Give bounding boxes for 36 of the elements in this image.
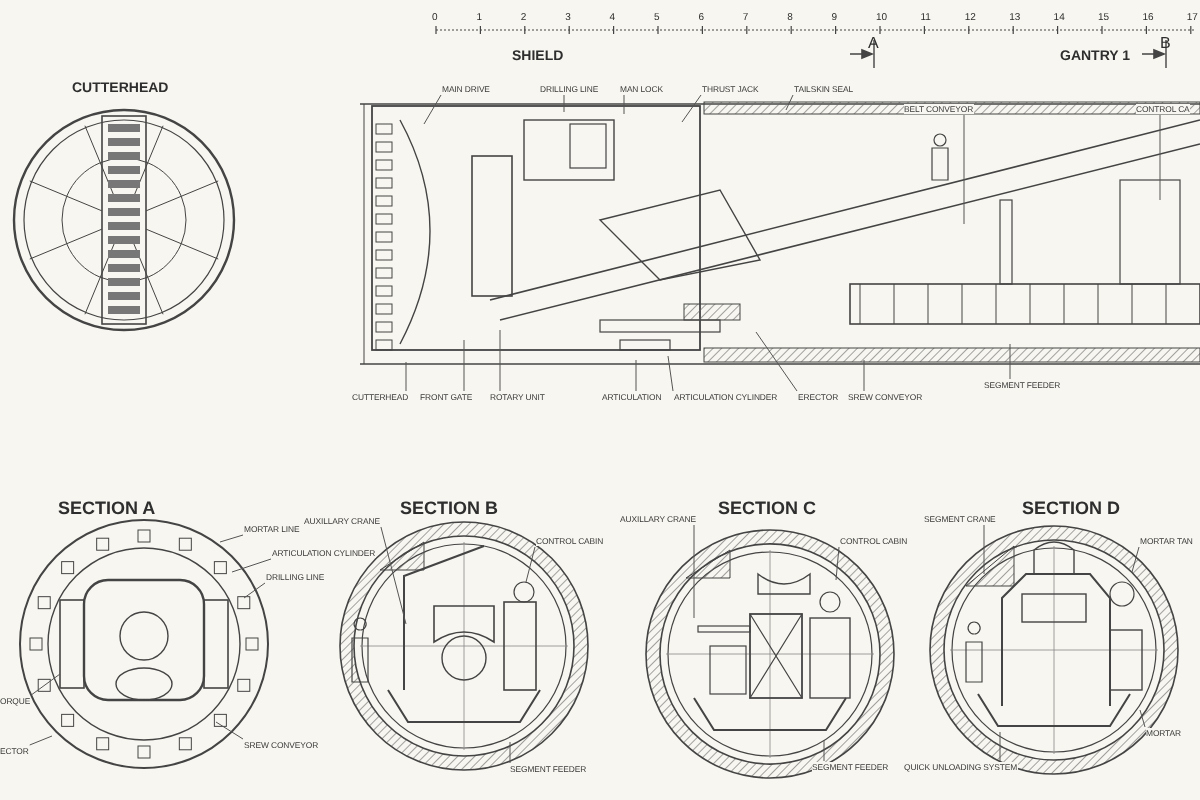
- leader-line: [563, 94, 565, 113]
- section-title: SECTION B: [400, 500, 499, 518]
- leader-line: [215, 721, 244, 740]
- leader-line: [231, 558, 272, 573]
- leader-line: [525, 546, 536, 583]
- leader-line: [785, 94, 794, 111]
- section-title: SECTION A: [58, 500, 156, 518]
- leader-line: [1131, 546, 1140, 573]
- leader-line: [405, 361, 407, 392]
- leader-line: [635, 359, 637, 392]
- leader-line: [693, 524, 695, 619]
- leader-line: [1009, 343, 1011, 380]
- leader-line: [243, 582, 266, 599]
- leader-line: [29, 735, 53, 746]
- leader-line: [219, 534, 244, 543]
- leader-line: [423, 94, 442, 125]
- leader-line: [823, 739, 825, 762]
- leader-line: [863, 359, 865, 392]
- leader-line: [835, 546, 840, 581]
- section-title: SECTION D: [1022, 500, 1121, 518]
- leader-line: [1139, 709, 1146, 728]
- section-title: SECTION C: [718, 500, 817, 518]
- section-letter: A: [868, 36, 879, 52]
- leader-line: [999, 731, 1001, 762]
- leader-line: [623, 94, 625, 115]
- leader-line: [463, 339, 465, 392]
- leader-line: [509, 741, 511, 764]
- section-letter: B: [1160, 36, 1171, 52]
- leader-line: [667, 355, 674, 392]
- leader-line: [30, 673, 61, 696]
- leader-line: [681, 94, 702, 123]
- leader-line: [499, 329, 501, 392]
- leader-line: [1159, 114, 1161, 201]
- leader-line: [755, 331, 798, 392]
- leader-line: [963, 114, 965, 225]
- leader-line: [983, 524, 985, 575]
